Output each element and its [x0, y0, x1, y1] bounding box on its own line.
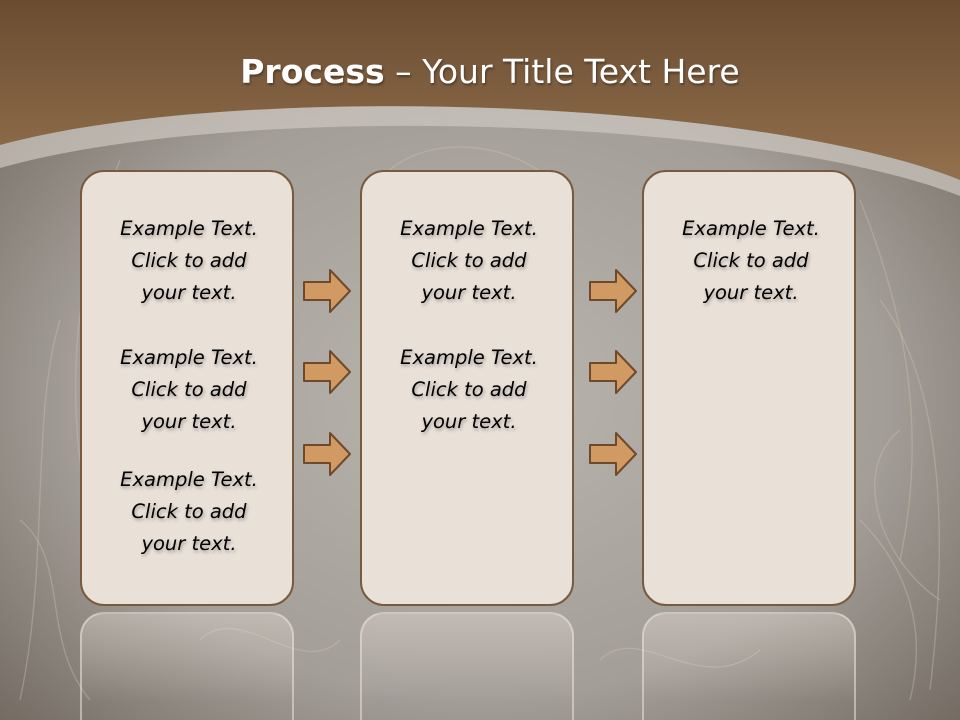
arrow-right-icon — [303, 432, 351, 476]
text-line: your text. — [421, 281, 517, 304]
text-line: Example Text. — [120, 217, 258, 240]
arrow-right-icon — [303, 269, 351, 313]
text-line: Example Text. — [400, 217, 538, 240]
text-line: your text. — [421, 410, 517, 433]
process-box-3[interactable]: Example Text. Click to add your text. — [642, 170, 856, 606]
text-block[interactable]: Example Text. Click to add your text. — [644, 213, 858, 309]
slide-title[interactable]: Process – Your Title Text Here — [0, 52, 960, 91]
text-line: Example Text. — [682, 217, 820, 240]
arrow-right-icon — [589, 269, 637, 313]
process-box-2[interactable]: Example Text. Click to add your text. Ex… — [360, 170, 574, 606]
text-line: your text. — [141, 281, 237, 304]
text-block[interactable]: Example Text. Click to add your text. — [82, 213, 296, 309]
box-reflection-1 — [80, 612, 294, 720]
text-line: Click to add — [693, 249, 809, 272]
text-block[interactable]: Example Text. Click to add your text. — [362, 342, 576, 438]
arrow-right-icon — [303, 350, 351, 394]
arrow-right-icon — [589, 432, 637, 476]
process-box-1[interactable]: Example Text. Click to add your text. Ex… — [80, 170, 294, 606]
box-reflection-2 — [360, 612, 574, 720]
title-strong: Process — [240, 52, 385, 91]
text-line: Click to add — [131, 500, 247, 523]
title-rest: – Your Title Text Here — [384, 52, 740, 91]
text-block[interactable]: Example Text. Click to add your text. — [82, 464, 296, 560]
text-block[interactable]: Example Text. Click to add your text. — [362, 213, 576, 309]
text-line: Click to add — [411, 249, 527, 272]
text-line: your text. — [141, 532, 237, 555]
text-line: Example Text. — [120, 468, 258, 491]
text-line: Example Text. — [120, 346, 258, 369]
text-line: Click to add — [131, 249, 247, 272]
text-line: your text. — [703, 281, 799, 304]
text-line: Example Text. — [400, 346, 538, 369]
arrow-right-icon — [589, 350, 637, 394]
text-block[interactable]: Example Text. Click to add your text. — [82, 342, 296, 438]
box-reflection-3 — [642, 612, 856, 720]
text-line: your text. — [141, 410, 237, 433]
text-line: Click to add — [411, 378, 527, 401]
text-line: Click to add — [131, 378, 247, 401]
